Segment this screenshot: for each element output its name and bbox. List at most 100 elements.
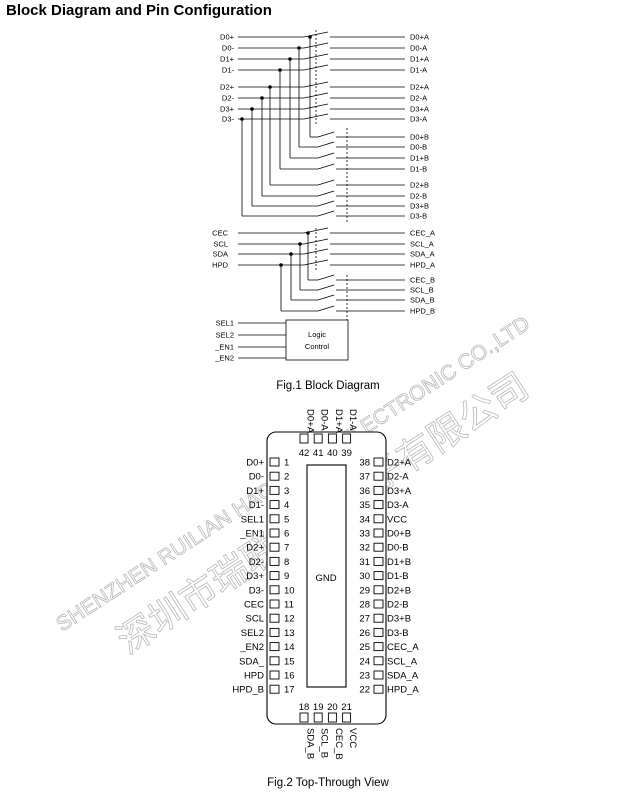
pin-number: 14	[284, 642, 295, 653]
pin-number: 19	[313, 702, 324, 713]
logic-control-block	[285, 319, 349, 361]
output-a-label: D2+A	[410, 83, 429, 92]
pin-name: D1-	[249, 500, 264, 511]
output-b-label: D3+B	[410, 202, 429, 211]
fig2-caption: Fig.2 Top-Through View	[267, 777, 389, 789]
pin-pad	[373, 500, 384, 510]
pin-number: 32	[359, 543, 370, 554]
aux-output-a-label: SDA_A	[410, 250, 435, 259]
pin-number: 29	[359, 585, 370, 596]
pin-pad	[269, 613, 280, 623]
pin-number: 21	[341, 702, 352, 713]
input-label: D1+	[220, 55, 235, 64]
pin-name: CEC_B	[333, 728, 344, 760]
aux-input-label: HPD	[212, 261, 228, 270]
aux-output-b-label: HPD_B	[410, 307, 435, 316]
output-b-label: D1-B	[410, 165, 427, 174]
switch	[317, 179, 335, 186]
pin-name: SCL_B	[319, 728, 330, 758]
input-label: D0-	[222, 44, 235, 53]
pin-number: 28	[359, 600, 370, 611]
output-a-label: D3-A	[410, 115, 427, 124]
output-a-label: D2-A	[410, 94, 427, 103]
pin-name: D2-	[249, 557, 264, 568]
pin-pad	[373, 656, 384, 666]
pin-name: SCL_A	[387, 656, 418, 667]
pin-number: 41	[313, 448, 324, 459]
pin-pad	[373, 627, 384, 637]
pin-name: D2+	[246, 543, 264, 554]
pin-name: HPD	[244, 671, 264, 682]
pin-name: D1-B	[387, 571, 409, 582]
pin-pad	[269, 500, 280, 510]
pin-name: D0+	[246, 458, 264, 469]
pin-name: D0-	[249, 472, 264, 483]
pin-name: SDA_	[239, 656, 265, 667]
pin-number: 20	[327, 702, 338, 713]
pin-number: 12	[284, 614, 295, 625]
pin-number: 8	[284, 557, 289, 568]
pin-pad	[327, 712, 337, 723]
pin-name: D3-A	[387, 500, 409, 511]
pin-pad	[269, 457, 280, 467]
pin-number: 36	[359, 486, 370, 497]
pin-name: D2+B	[387, 585, 411, 596]
logic-label: Logic	[308, 330, 326, 339]
pin-name: D2-B	[387, 600, 409, 611]
pin-name: D3+A	[387, 486, 412, 497]
aux-output-a-label: SCL_A	[410, 240, 434, 249]
pin-number: 9	[284, 571, 289, 582]
pin-name: VCC	[347, 728, 358, 748]
pin-pad	[269, 514, 280, 524]
switch	[317, 141, 335, 148]
pin-number: 11	[284, 600, 294, 611]
pin-number: 24	[359, 656, 370, 667]
aux-input-label: CEC	[212, 229, 228, 238]
pin-name: SCL	[246, 614, 264, 625]
fig1-caption: Fig.1 Block Diagram	[276, 380, 380, 392]
aux-input-label: SDA	[213, 250, 228, 259]
pin-number: 38	[359, 458, 370, 469]
pin-pad	[373, 457, 384, 467]
pin-name: D1-A	[347, 409, 358, 431]
control-input-label: SEL1	[216, 319, 234, 328]
pin-pad	[269, 542, 280, 552]
pin-number: 17	[284, 685, 295, 696]
pin-pad	[269, 556, 280, 566]
pin-pad	[373, 642, 384, 652]
input-label: D2+	[220, 83, 235, 92]
pin-pad	[373, 528, 384, 538]
aux-output-a-label: CEC_A	[410, 229, 435, 238]
pin-name: D2-A	[387, 472, 409, 483]
switch	[317, 284, 335, 291]
pin-pad	[373, 556, 384, 566]
pin-pad	[269, 627, 280, 637]
pin-pad	[373, 599, 384, 609]
page-title: Block Diagram and Pin Configuration	[6, 2, 272, 19]
pin-number: 31	[359, 557, 370, 568]
pin-number: 7	[284, 543, 289, 554]
pin-name: D1+	[246, 486, 264, 497]
pin-pad	[342, 712, 352, 723]
pin-configuration: GND1D0+2D0-3D1+4D1-5SEL16_EN17D2+8D2-9D3…	[232, 409, 419, 760]
pin-name: D1+A	[333, 409, 344, 434]
pin-number: 6	[284, 529, 289, 540]
pin-name: SEL1	[241, 514, 264, 525]
pin-pad	[269, 599, 280, 609]
pin-number: 4	[284, 500, 289, 511]
pin-pad	[373, 571, 384, 581]
pin-number: 18	[299, 702, 310, 713]
input-label: D1-	[222, 66, 235, 75]
pin-name: D3+B	[387, 614, 411, 625]
pin-name: _EN2	[239, 642, 264, 653]
control-input-label: SEL2	[216, 331, 234, 340]
control-input-label: _EN1	[214, 343, 234, 352]
pin-number: 40	[327, 448, 338, 459]
switch	[303, 248, 329, 255]
pin-number: 25	[359, 642, 370, 653]
switch	[317, 190, 335, 197]
pin-name: D0+A	[305, 409, 316, 434]
gnd-label: GND	[315, 573, 336, 584]
pin-pad	[342, 433, 352, 444]
